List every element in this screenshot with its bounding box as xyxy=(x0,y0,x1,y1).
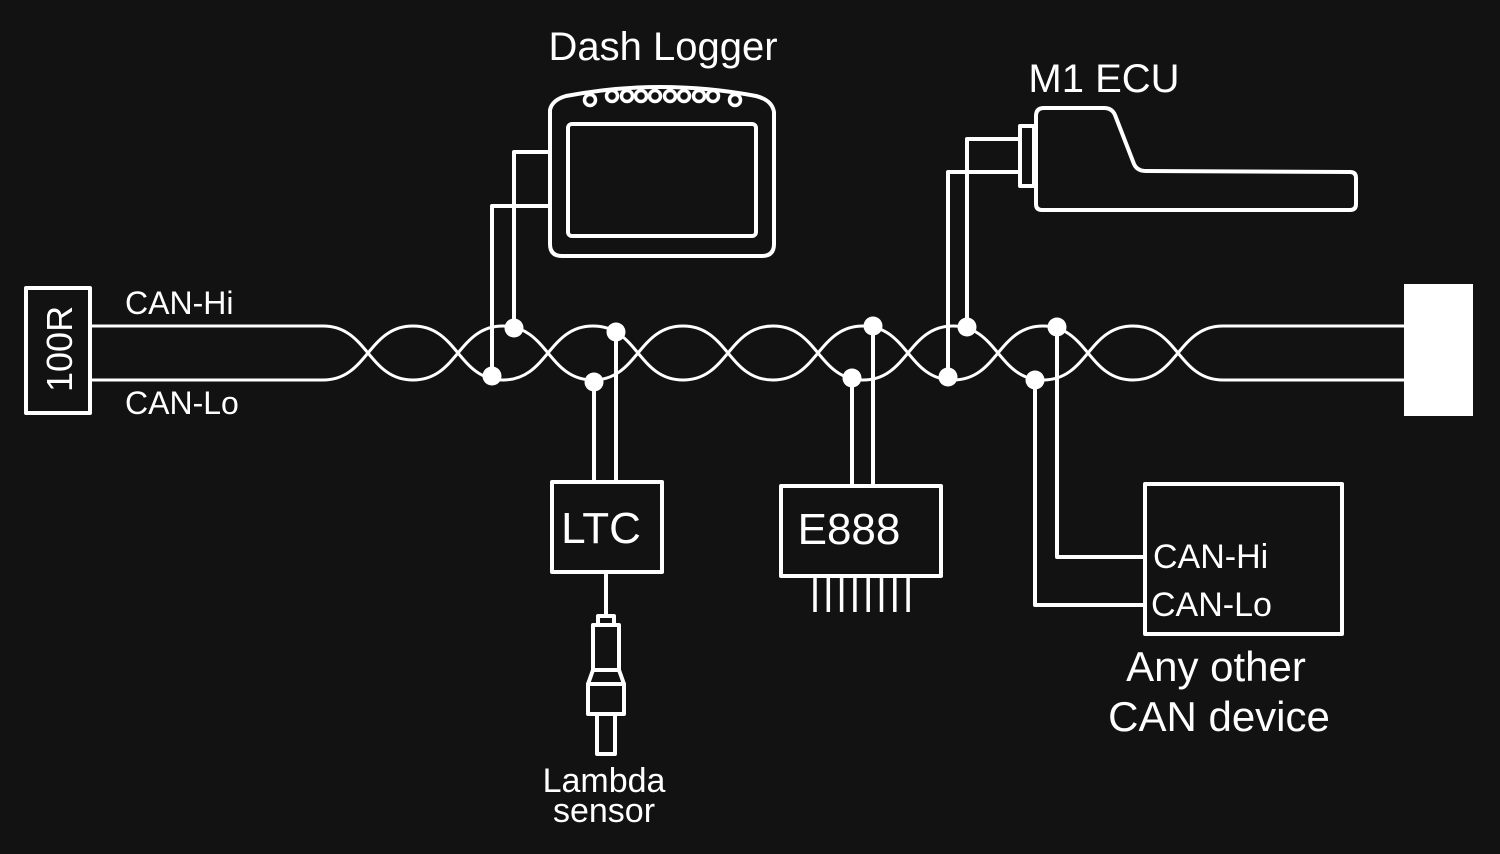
terminator-right xyxy=(1404,284,1473,416)
m1-ecu-connector xyxy=(1018,124,1036,188)
other-wire-hi xyxy=(1055,327,1145,559)
e888-module: E888 xyxy=(779,326,943,612)
dash-led-icon xyxy=(691,88,707,104)
resistor-label: 100R xyxy=(39,306,80,392)
ltc-label: LTC xyxy=(561,504,641,553)
m1-ecu-body xyxy=(1034,106,1358,212)
ecu-wire-lo xyxy=(946,170,1020,377)
e888-pins xyxy=(813,578,910,612)
lambda-sensor-taper xyxy=(586,668,626,686)
other-device-box xyxy=(1143,482,1344,636)
dash-logger-body xyxy=(548,85,776,258)
other-device-label-line2: CAN device xyxy=(1108,693,1330,740)
e888-box xyxy=(779,484,943,578)
junction-dot-ecu-lo xyxy=(938,367,958,387)
resistor-box xyxy=(24,286,92,415)
junction-dot-ltc-lo xyxy=(584,372,604,392)
dash-led-icon xyxy=(619,88,635,104)
ecu-wire-hi xyxy=(965,137,1020,327)
dash-led-icon xyxy=(647,88,663,104)
terminator-100r: 100R xyxy=(24,286,92,415)
dash-led-icon xyxy=(705,88,721,104)
junction-dot-dash-hi xyxy=(504,318,524,338)
dash-led-icon xyxy=(604,88,620,104)
m1-ecu: M1 ECU xyxy=(946,57,1358,377)
can-hi-label: CAN-Hi xyxy=(125,285,233,321)
other-wire-lo xyxy=(1033,380,1145,607)
can-hi-wire xyxy=(90,324,1404,382)
junction-dot-dash-lo xyxy=(482,366,502,386)
other-can-device: CAN-Hi CAN-Lo Any other CAN device xyxy=(1033,327,1344,740)
e888-label: E888 xyxy=(798,505,901,554)
junction-dot-ecu-hi xyxy=(957,317,977,337)
other-device-pin-lo: CAN-Lo xyxy=(1151,586,1272,624)
dash-wire-lo xyxy=(490,204,550,376)
other-device-label-line1: Any other xyxy=(1126,643,1306,690)
dash-led-icon xyxy=(662,88,678,104)
dash-logger-screen xyxy=(566,122,758,238)
lambda-sensor-tip xyxy=(595,712,617,756)
junction-dot-e888-lo xyxy=(842,368,862,388)
twisted-pair-bus xyxy=(90,324,1404,382)
other-device-pin-hi: CAN-Hi xyxy=(1153,538,1268,576)
bus-junctions xyxy=(482,316,1067,392)
lambda-label-line1: Lambda xyxy=(543,762,666,800)
junction-dot-ltc-hi xyxy=(606,322,626,342)
lambda-label-line2: sensor xyxy=(553,792,655,830)
dash-led-icon xyxy=(727,92,743,108)
dash-led-icon xyxy=(582,92,598,108)
can-lo-label: CAN-Lo xyxy=(125,385,239,421)
m1-ecu-label: M1 ECU xyxy=(1028,57,1179,101)
dash-logger-leds xyxy=(582,88,743,108)
lambda-sensor-body xyxy=(591,623,621,672)
dash-wire-hi xyxy=(512,150,550,328)
dash-led-icon xyxy=(676,88,692,104)
ltc-module: LTC xyxy=(550,333,664,616)
dash-logger-label: Dash Logger xyxy=(548,25,777,69)
lambda-sensor: Lambda sensor xyxy=(543,614,666,830)
can-lo-wire xyxy=(90,324,1404,382)
lambda-sensor-hex xyxy=(586,682,626,716)
junction-dot-other-hi xyxy=(1047,317,1067,337)
junction-dot-other-lo xyxy=(1025,370,1045,390)
junction-dot-e888-hi xyxy=(863,316,883,336)
dash-logger: Dash Logger xyxy=(490,25,778,376)
dash-led-icon xyxy=(633,88,649,104)
